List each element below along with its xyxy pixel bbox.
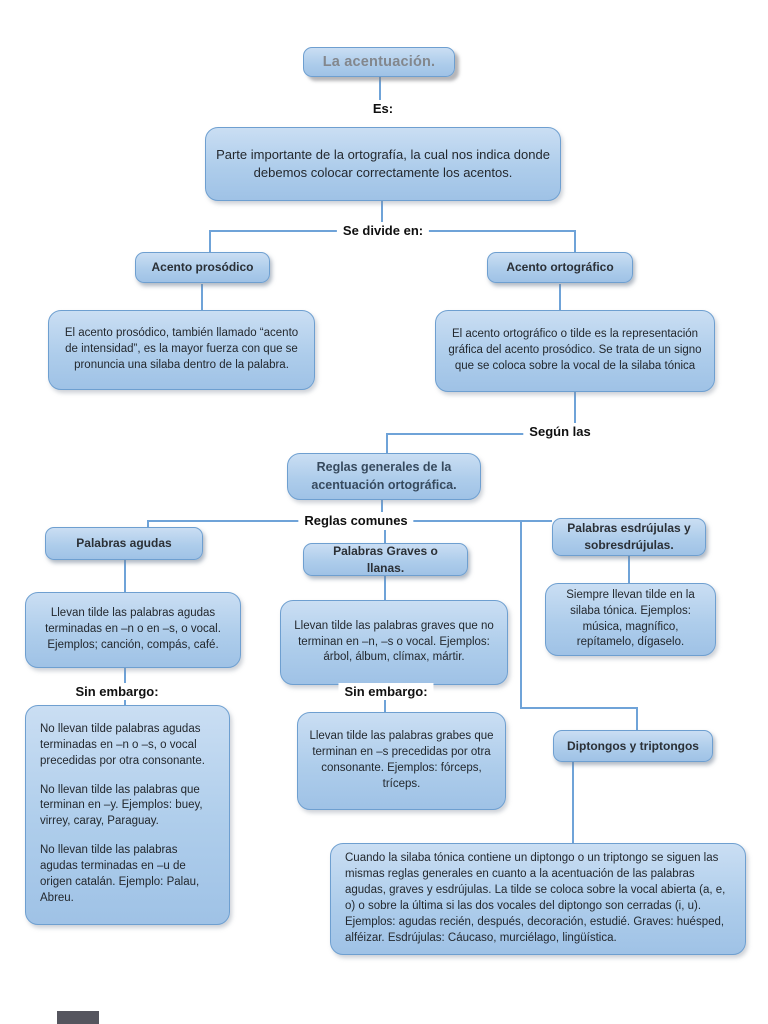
diptongos-box: Diptongos y triptongos xyxy=(553,730,713,762)
label-se-divide: Se divide en: xyxy=(336,222,430,239)
agudas-exception-2: No llevan tilde las palabras que termina… xyxy=(40,783,203,828)
esdrujulas-description-box: Siempre llevan tilde en la silaba tónica… xyxy=(545,583,716,656)
label-es: Es: xyxy=(366,100,400,117)
label-sin-embargo-agudas: Sin embargo: xyxy=(69,683,165,700)
acento-prosodico-box: Acento prosódico xyxy=(135,252,270,283)
graves-exception-box: Llevan tilde las palabras grabes que ter… xyxy=(297,712,506,810)
definition-box: Parte importante de la ortografía, la cu… xyxy=(205,127,561,201)
agudas-exception-3: No llevan tilde las palabras agudas term… xyxy=(40,844,200,904)
prosodico-description-box: El acento prosódico, también llamado “ac… xyxy=(48,310,315,390)
reglas-generales-box: Reglas generales de la acentuación ortog… xyxy=(287,453,481,500)
palabras-graves-box: Palabras Graves o llanas. xyxy=(303,543,468,576)
label-reglas-comunes: Reglas comunes xyxy=(298,512,414,529)
graves-description-box: Llevan tilde las palabras graves que no … xyxy=(280,600,508,685)
label-sin-embargo-graves: Sin embargo: xyxy=(338,683,434,700)
diptongos-description-box: Cuando la silaba tónica contiene un dipt… xyxy=(330,843,746,955)
acento-ortografico-box: Acento ortográfico xyxy=(487,252,633,283)
palabras-agudas-box: Palabras agudas xyxy=(45,527,203,560)
agudas-exceptions-box: No llevan tilde palabras agudas terminad… xyxy=(25,705,230,925)
page-corner-mark xyxy=(57,1011,99,1024)
palabras-esdrujulas-box: Palabras esdrújulas y sobresdrújulas. xyxy=(552,518,706,556)
label-segun-las: Según las xyxy=(523,423,597,440)
agudas-description-box: Llevan tilde las palabras agudas termina… xyxy=(25,592,241,668)
connector-segun-reglas xyxy=(386,433,530,453)
agudas-exception-1: No llevan tilde palabras agudas terminad… xyxy=(40,723,205,767)
title-box: La acentuación. xyxy=(303,47,455,77)
ortografico-description-box: El acento ortográfico o tilde es la repr… xyxy=(435,310,715,392)
